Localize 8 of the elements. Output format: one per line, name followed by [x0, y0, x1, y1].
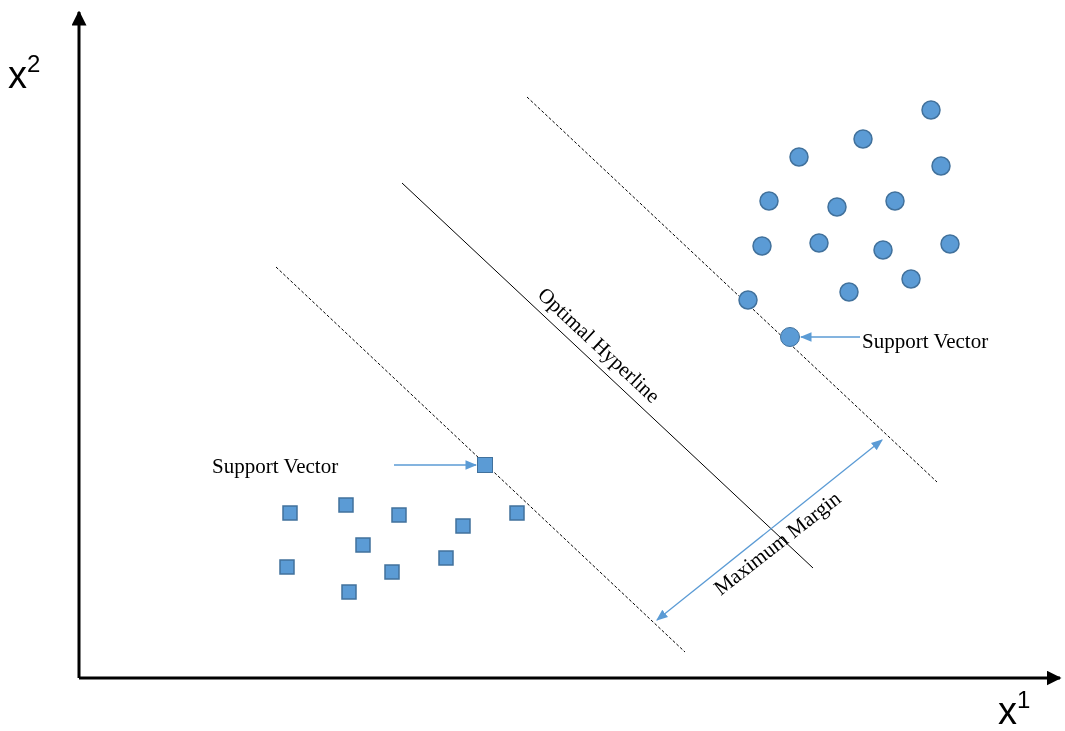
arrow [393, 460, 478, 470]
callout-text: Support Vector [862, 329, 989, 353]
axis-label: x$^{2}$ [8, 49, 41, 95]
support-vector-circle [780, 327, 800, 347]
callout-text: Support Vector [212, 454, 339, 478]
support-vector-square [477, 457, 493, 473]
arrow [799, 332, 861, 342]
axis-label: x$^{1}$ [998, 685, 1031, 731]
